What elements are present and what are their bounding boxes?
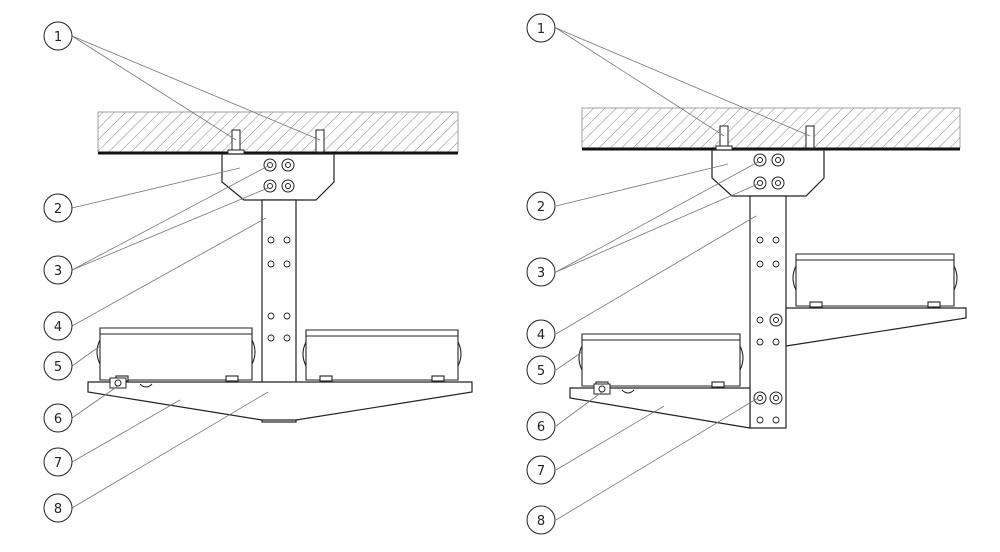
svg-text:1: 1 <box>54 30 62 45</box>
callout-right-5: 5 <box>526 355 556 385</box>
svg-text:5: 5 <box>537 364 545 379</box>
callout-left-3: 3 <box>43 255 73 285</box>
svg-text:3: 3 <box>537 266 545 281</box>
callout-right-6: 6 <box>526 411 556 441</box>
profile-holes-right <box>756 236 780 424</box>
callout-left-7: 7 <box>43 447 73 477</box>
profile-nuts-right <box>753 313 783 405</box>
tray-clamp-left <box>139 383 153 388</box>
svg-text:8: 8 <box>537 514 545 529</box>
svg-text:4: 4 <box>537 328 545 343</box>
callout-left-8: 8 <box>43 493 73 523</box>
callout-right-8: 8 <box>526 505 556 535</box>
callout-left-5: 5 <box>43 351 73 381</box>
svg-text:4: 4 <box>54 320 62 335</box>
callout-right-3: 3 <box>526 257 556 287</box>
leaders-right <box>555 27 811 521</box>
console-bracket-left <box>87 381 473 421</box>
svg-text:3: 3 <box>54 264 62 279</box>
svg-text:1: 1 <box>537 22 545 37</box>
bracket-nuts-left <box>263 158 295 193</box>
leaders-left <box>71 35 321 509</box>
callout-left-4: 4 <box>43 311 73 341</box>
callout-left-2: 2 <box>43 193 73 223</box>
svg-text:5: 5 <box>54 360 62 375</box>
cable-tray-left-2 <box>302 329 462 382</box>
svg-text:6: 6 <box>54 412 62 427</box>
anchor-bolt-left-2 <box>315 129 325 153</box>
left-assembly <box>87 111 473 423</box>
ceiling-bracket-right <box>711 149 825 197</box>
callouts-left: 1 2 3 4 5 6 7 8 <box>43 21 73 523</box>
bracket-nuts-right <box>753 153 785 190</box>
svg-text:7: 7 <box>54 456 62 471</box>
ceiling-slab-left <box>97 111 459 153</box>
callout-left-6: 6 <box>43 403 73 433</box>
callouts-right: 1 2 3 4 5 6 7 8 <box>526 13 556 535</box>
callout-right-2: 2 <box>526 191 556 221</box>
fastener-left <box>109 377 127 389</box>
cable-tray-right-upper <box>792 253 958 308</box>
ceiling-slab-right <box>581 107 961 149</box>
fastener-right <box>593 383 611 395</box>
svg-text:2: 2 <box>537 200 545 215</box>
anchor-bolt-right-2 <box>805 125 815 149</box>
cable-tray-right-lower <box>578 333 744 388</box>
svg-text:6: 6 <box>537 420 545 435</box>
ceiling-bracket-left <box>221 153 335 201</box>
callout-right-1: 1 <box>526 13 556 43</box>
vertical-profile-right <box>749 195 787 429</box>
tray-clamp-right <box>621 389 635 394</box>
svg-text:2: 2 <box>54 202 62 217</box>
svg-text:8: 8 <box>54 502 62 517</box>
callout-right-4: 4 <box>526 319 556 349</box>
cable-tray-left-1 <box>96 327 256 382</box>
callout-left-1: 1 <box>43 21 73 51</box>
callout-right-7: 7 <box>526 455 556 485</box>
console-bracket-right-upper <box>785 307 967 347</box>
right-assembly <box>569 107 967 429</box>
svg-text:7: 7 <box>537 464 545 479</box>
